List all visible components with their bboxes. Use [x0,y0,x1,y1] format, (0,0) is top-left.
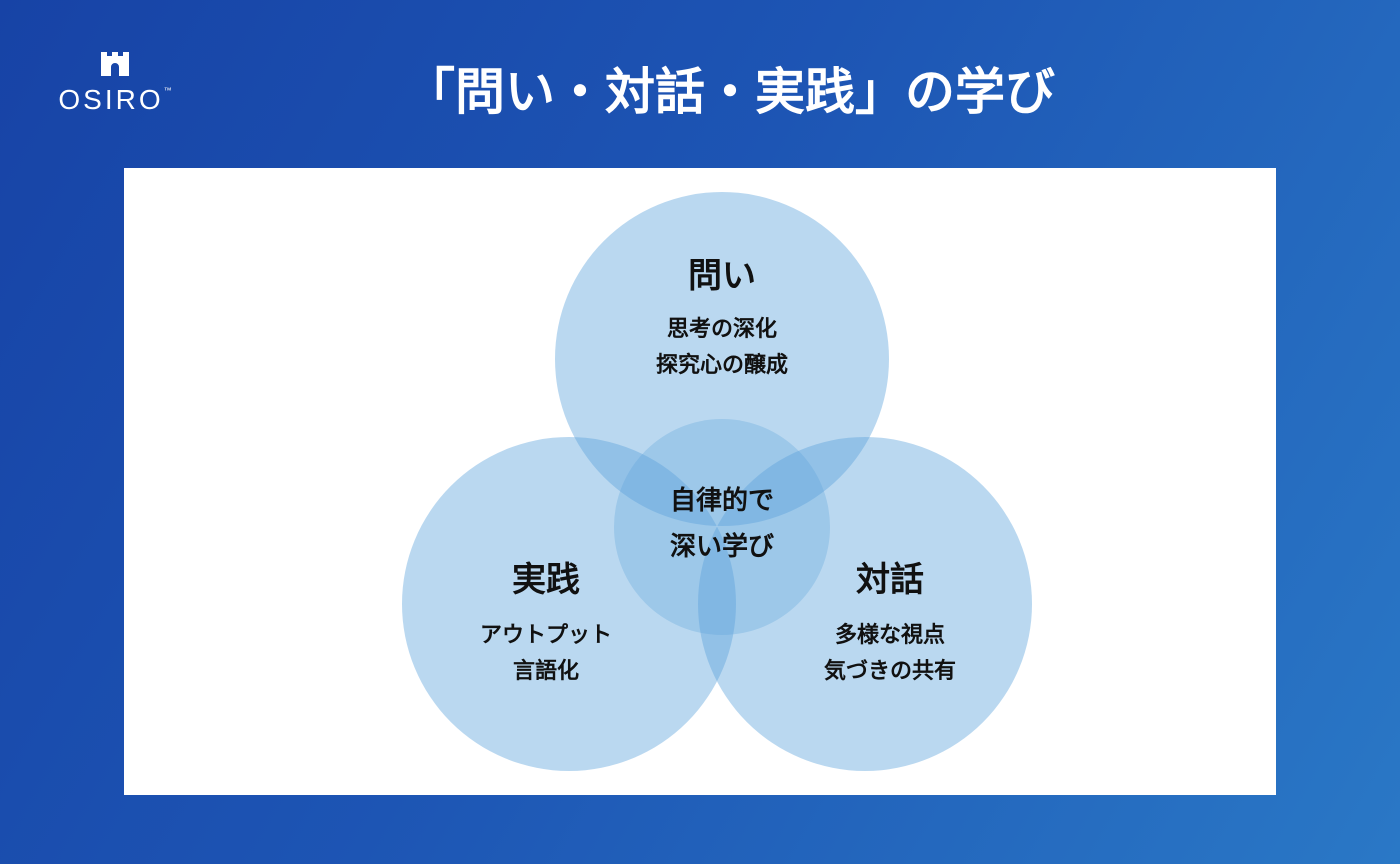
circle-center [614,419,830,635]
left-description: アウトプット言語化 [480,618,612,690]
page-title: 「問い・対話・実践」の学び [405,63,1055,121]
left-heading: 実践 [512,560,580,600]
right-line: 多様な視点 [834,623,946,648]
center-line: 深い学び [669,532,775,562]
osiro-logo: OSIRO™ [50,52,180,116]
top-heading: 問い [688,256,756,296]
center-line: 自律的で [669,486,775,516]
venn-diagram-card: 問い 思考の深化探究心の醸成 自律的で深い学び 実践 アウトプット言語化 対話 … [124,168,1276,795]
center-label: 自律的で深い学び [670,478,774,570]
circle-dialogue [698,437,1032,771]
trademark-symbol: ™ [163,86,172,95]
top-line: 思考の深化 [666,317,778,342]
left-line: 言語化 [512,659,580,684]
left-line: アウトプット [479,623,613,648]
right-heading: 対話 [856,560,924,600]
circle-practice [402,437,736,771]
venn-diagram [402,192,1032,771]
right-description: 多様な視点気づきの共有 [824,618,956,690]
castle-icon [101,52,129,76]
top-description: 思考の深化探究心の醸成 [656,312,788,384]
circle-question [555,192,889,526]
top-line: 探究心の醸成 [655,353,789,378]
right-line: 気づきの共有 [823,659,957,684]
logo-text: OSIRO [58,84,164,115]
